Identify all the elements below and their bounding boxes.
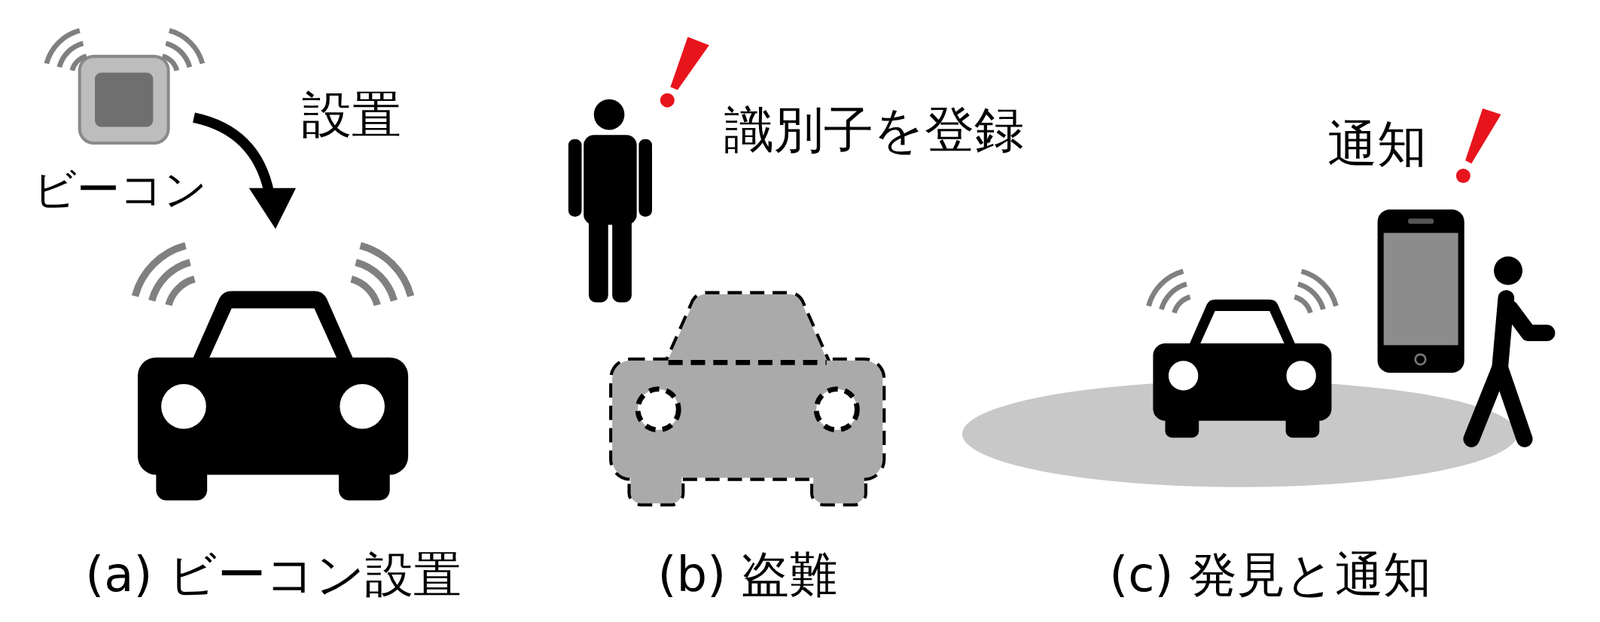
shape — [94, 73, 153, 128]
signal-wave — [165, 42, 190, 68]
shape — [568, 139, 583, 217]
shape — [1456, 168, 1471, 183]
shape — [1383, 232, 1459, 345]
panel-caption: (c) 発見と通知 — [1109, 548, 1431, 601]
shape — [249, 188, 296, 229]
shape — [816, 389, 857, 430]
signal-wave — [72, 55, 87, 71]
shape — [1471, 298, 1547, 439]
signal-wave — [134, 245, 186, 296]
beacon-icon — [79, 56, 169, 144]
panel-caption: (b) 盗難 — [658, 548, 839, 601]
shape — [1408, 218, 1434, 224]
shape — [637, 389, 679, 430]
exclamation-mark — [660, 36, 710, 108]
signal-wave — [169, 30, 203, 64]
step-label: 設置 — [301, 88, 402, 144]
signal-wave — [162, 55, 177, 71]
step-label: 識別子を登録 — [724, 103, 1024, 159]
car — [137, 291, 409, 501]
shape — [813, 452, 865, 504]
signal-wave — [1174, 296, 1191, 313]
shape — [668, 359, 827, 366]
shape — [612, 294, 883, 504]
shape — [638, 139, 653, 217]
signal-wave — [351, 279, 378, 305]
signal-wave — [1301, 271, 1336, 306]
shape — [1493, 256, 1523, 285]
signal-wave — [1298, 283, 1324, 310]
shape — [663, 294, 832, 372]
shape — [1499, 367, 1525, 439]
found-car — [1152, 299, 1332, 438]
beacon-label: ビーコン — [33, 165, 208, 214]
shape — [660, 93, 675, 108]
signal-wave — [46, 30, 80, 64]
walking-figure — [1471, 256, 1547, 439]
shape — [588, 216, 609, 303]
shape — [79, 56, 169, 144]
shape — [612, 294, 883, 504]
signal-wave — [1294, 296, 1311, 313]
smartphone — [1377, 209, 1465, 373]
signal-wave — [1148, 271, 1183, 306]
shape — [813, 452, 865, 504]
shape — [594, 99, 625, 131]
signal-wave — [360, 245, 412, 296]
shape — [1510, 308, 1548, 334]
signal-wave — [168, 279, 195, 305]
shape — [630, 452, 683, 504]
shape — [663, 294, 832, 372]
stolen-car — [612, 294, 883, 504]
signal-wave — [356, 262, 395, 301]
step-label: 通知 — [1327, 117, 1427, 173]
install-arrow — [193, 117, 296, 229]
signal-wave — [152, 262, 191, 301]
shape — [670, 36, 709, 90]
shape — [583, 134, 637, 225]
shape — [630, 452, 683, 504]
signal-waves — [46, 30, 1337, 313]
shape — [1415, 354, 1427, 366]
shape — [612, 216, 632, 303]
exclamation-mark — [1456, 108, 1502, 183]
shape — [1377, 209, 1465, 373]
shape — [1465, 108, 1501, 164]
owner-figure — [568, 99, 653, 303]
panel-caption: (a) ビーコン設置 — [85, 548, 462, 601]
signal-wave — [1161, 283, 1188, 310]
signal-wave — [59, 42, 84, 68]
